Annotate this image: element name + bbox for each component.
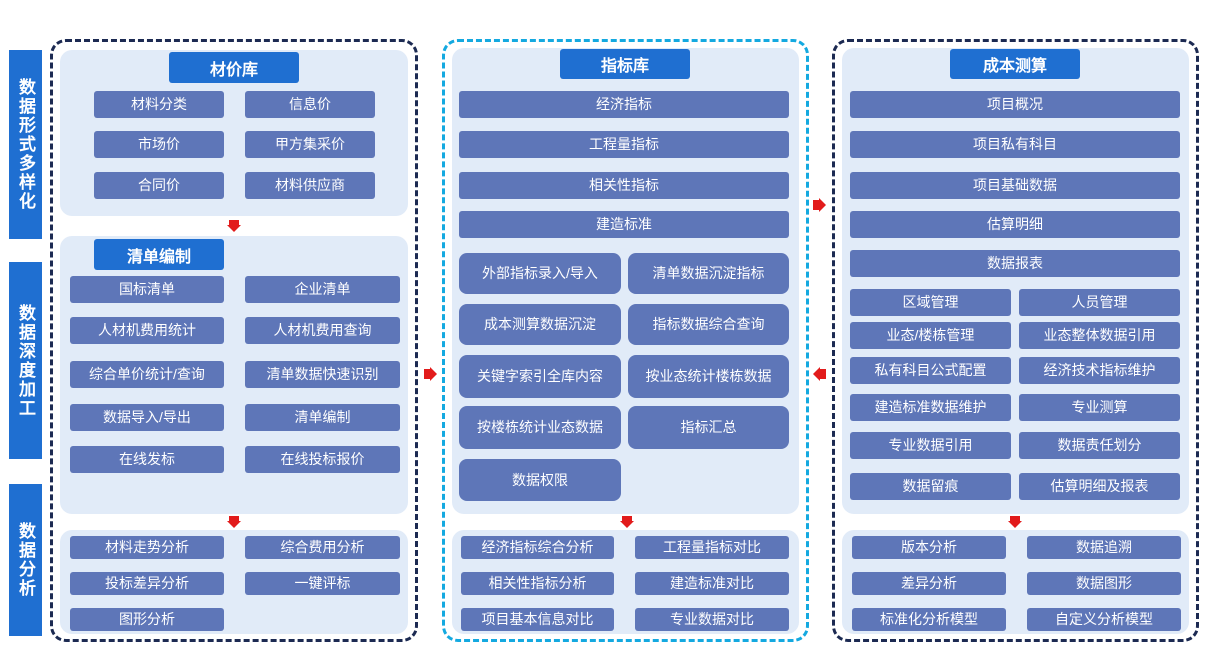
cost-estimate-data-button[interactable]: 成本测算数据沉淀 bbox=[459, 304, 621, 345]
data-permission-button[interactable]: 数据权限 bbox=[459, 459, 621, 501]
project-base-data-button[interactable]: 项目基础数据 bbox=[850, 172, 1180, 199]
business-data-reference-button[interactable]: 业态整体数据引用 bbox=[1019, 322, 1180, 349]
down-arrow-icon bbox=[620, 521, 634, 528]
down-arrow-icon bbox=[229, 220, 239, 225]
down-arrow-icon bbox=[622, 516, 632, 521]
material-price-title: 材价库 bbox=[169, 52, 299, 83]
material-category-button[interactable]: 材料分类 bbox=[94, 91, 224, 118]
one-click-evaluation-button[interactable]: 一键评标 bbox=[245, 572, 400, 595]
bill-compile-button[interactable]: 清单编制 bbox=[245, 404, 400, 431]
supplier-button[interactable]: 材料供应商 bbox=[245, 172, 375, 199]
data-trace-button[interactable]: 数据留痕 bbox=[850, 473, 1011, 500]
down-arrow-icon bbox=[227, 521, 241, 528]
data-graph-button[interactable]: 数据图形 bbox=[1027, 572, 1181, 595]
estimate-detail-report-button[interactable]: 估算明细及报表 bbox=[1019, 473, 1180, 500]
unit-price-query-button[interactable]: 综合单价统计/查询 bbox=[70, 361, 224, 388]
sidebar-section-format: 数据形式多样化 bbox=[9, 50, 42, 239]
national-bill-button[interactable]: 国标清单 bbox=[70, 276, 224, 303]
market-price-button[interactable]: 市场价 bbox=[94, 131, 224, 158]
quantity-index-button[interactable]: 工程量指标 bbox=[459, 131, 789, 158]
down-arrow-icon bbox=[1008, 521, 1022, 528]
right-arrow-icon bbox=[819, 198, 826, 212]
sidebar-label: 数据深度加工 bbox=[16, 303, 35, 418]
professional-data-compare-button[interactable]: 专业数据对比 bbox=[635, 608, 789, 631]
down-arrow-icon bbox=[1010, 516, 1020, 521]
stats-by-business-type-button[interactable]: 按业态统计楼栋数据 bbox=[628, 355, 789, 398]
data-report-button[interactable]: 数据报表 bbox=[850, 250, 1180, 277]
keyword-index-button[interactable]: 关键字索引全库内容 bbox=[459, 355, 621, 398]
construction-standard-compare-button[interactable]: 建造标准对比 bbox=[635, 572, 789, 595]
custom-analysis-model-button[interactable]: 自定义分析模型 bbox=[1027, 608, 1181, 631]
column-3-frame bbox=[832, 39, 1199, 642]
construction-standard-maintain-button[interactable]: 建造标准数据维护 bbox=[850, 394, 1011, 421]
project-private-subject-button[interactable]: 项目私有科目 bbox=[850, 131, 1180, 158]
column-1-frame bbox=[50, 39, 418, 642]
difference-analysis-button[interactable]: 差异分析 bbox=[852, 572, 1006, 595]
quantity-index-compare-button[interactable]: 工程量指标对比 bbox=[635, 536, 789, 559]
labor-material-cost-query-button[interactable]: 人材机费用查询 bbox=[245, 317, 400, 344]
info-price-button[interactable]: 信息价 bbox=[245, 91, 375, 118]
data-traceback-button[interactable]: 数据追溯 bbox=[1027, 536, 1181, 559]
business-building-management-button[interactable]: 业态/楼栋管理 bbox=[850, 322, 1011, 349]
bid-difference-analysis-button[interactable]: 投标差异分析 bbox=[70, 572, 224, 595]
comprehensive-cost-analysis-button[interactable]: 综合费用分析 bbox=[245, 536, 400, 559]
project-info-compare-button[interactable]: 项目基本信息对比 bbox=[461, 608, 614, 631]
correlation-index-analysis-button[interactable]: 相关性指标分析 bbox=[461, 572, 614, 595]
standard-analysis-model-button[interactable]: 标准化分析模型 bbox=[852, 608, 1006, 631]
project-overview-button[interactable]: 项目概况 bbox=[850, 91, 1180, 118]
column-2-frame bbox=[442, 39, 809, 642]
region-management-button[interactable]: 区域管理 bbox=[850, 289, 1011, 316]
contract-price-button[interactable]: 合同价 bbox=[94, 172, 224, 199]
private-formula-config-button[interactable]: 私有科目公式配置 bbox=[850, 357, 1011, 384]
personnel-management-button[interactable]: 人员管理 bbox=[1019, 289, 1180, 316]
sidebar-label: 数据分析 bbox=[16, 522, 35, 598]
left-arrow-icon bbox=[820, 369, 826, 379]
economic-index-analysis-button[interactable]: 经济指标综合分析 bbox=[461, 536, 614, 559]
bill-compilation-title: 清单编制 bbox=[94, 239, 224, 270]
professional-estimate-button[interactable]: 专业测算 bbox=[1019, 394, 1180, 421]
right-arrow-icon bbox=[813, 200, 819, 210]
central-purchase-price-button[interactable]: 甲方集采价 bbox=[245, 131, 375, 158]
economic-index-button[interactable]: 经济指标 bbox=[459, 91, 789, 118]
online-tender-button[interactable]: 在线发标 bbox=[70, 446, 224, 473]
version-analysis-button[interactable]: 版本分析 bbox=[852, 536, 1006, 559]
data-import-export-button[interactable]: 数据导入/导出 bbox=[70, 404, 224, 431]
data-responsibility-button[interactable]: 数据责任划分 bbox=[1019, 432, 1180, 459]
left-arrow-icon bbox=[813, 367, 820, 381]
estimate-detail-button[interactable]: 估算明细 bbox=[850, 211, 1180, 238]
external-index-import-button[interactable]: 外部指标录入/导入 bbox=[459, 253, 621, 294]
cost-estimate-title: 成本测算 bbox=[950, 49, 1080, 79]
sidebar-label: 数据形式多样化 bbox=[16, 78, 35, 211]
right-arrow-icon bbox=[430, 367, 437, 381]
bill-data-index-button[interactable]: 清单数据沉淀指标 bbox=[628, 253, 789, 294]
index-summary-button[interactable]: 指标汇总 bbox=[628, 406, 789, 449]
stats-by-building-button[interactable]: 按楼栋统计业态数据 bbox=[459, 406, 621, 449]
sidebar-section-analysis: 数据分析 bbox=[9, 484, 42, 636]
graphic-analysis-button[interactable]: 图形分析 bbox=[70, 608, 224, 631]
sidebar-section-processing: 数据深度加工 bbox=[9, 262, 42, 459]
bill-quick-recognition-button[interactable]: 清单数据快速识别 bbox=[245, 361, 400, 388]
online-bid-quote-button[interactable]: 在线投标报价 bbox=[245, 446, 400, 473]
down-arrow-icon bbox=[229, 516, 239, 521]
material-trend-analysis-button[interactable]: 材料走势分析 bbox=[70, 536, 224, 559]
right-arrow-icon bbox=[424, 369, 430, 379]
labor-material-cost-stats-button[interactable]: 人材机费用统计 bbox=[70, 317, 224, 344]
tech-economic-index-button[interactable]: 经济技术指标维护 bbox=[1019, 357, 1180, 384]
construction-standard-button[interactable]: 建造标准 bbox=[459, 211, 789, 238]
down-arrow-icon bbox=[227, 225, 241, 232]
index-data-query-button[interactable]: 指标数据综合查询 bbox=[628, 304, 789, 345]
index-library-title: 指标库 bbox=[560, 49, 690, 79]
correlation-index-button[interactable]: 相关性指标 bbox=[459, 172, 789, 199]
enterprise-bill-button[interactable]: 企业清单 bbox=[245, 276, 400, 303]
professional-data-reference-button[interactable]: 专业数据引用 bbox=[850, 432, 1011, 459]
